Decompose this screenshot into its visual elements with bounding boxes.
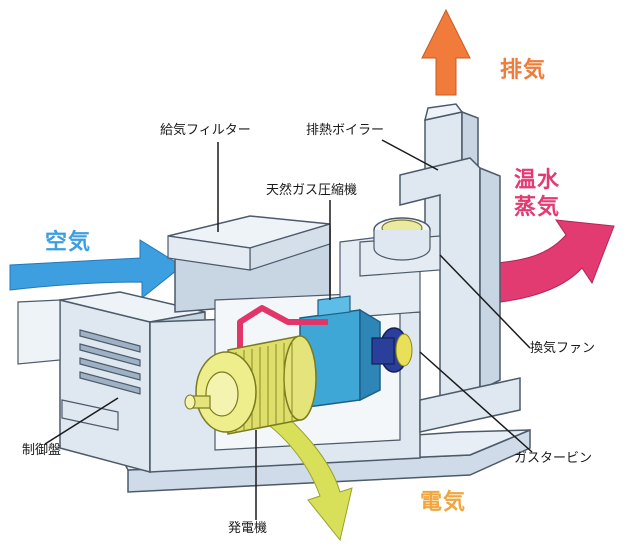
control-panel-label: 制御盤 <box>22 443 62 458</box>
hot-water-label: 温水 <box>514 168 561 193</box>
electricity-label: 電気 <box>420 490 467 515</box>
gas-compressor-label: 天然ガス圧縮機 <box>266 183 358 198</box>
ventilation-fan-label: 換気ファン <box>530 341 596 356</box>
generator-label: 発電機 <box>228 521 268 536</box>
gas-turbine <box>371 327 413 373</box>
hot-water-steam-arrow <box>469 219 615 306</box>
electricity-arrow <box>261 407 353 542</box>
air-label: 空気 <box>45 230 92 255</box>
ventilation-fan <box>359 217 441 277</box>
leader-lines <box>44 139 533 520</box>
gas-turbine-label: ガスタービン <box>514 451 593 466</box>
gas-pipe <box>237 305 328 352</box>
air-arrow <box>9 239 183 300</box>
exhaust-arrow <box>421 8 471 96</box>
exhaust-heat-boiler <box>399 103 521 433</box>
intake-filter-label: 給気フィルター <box>160 123 251 138</box>
exhaust-label: 排気 <box>500 58 547 83</box>
steam-label: 蒸気 <box>514 195 561 220</box>
generator <box>184 335 317 435</box>
exhaust-heat-boiler-label: 排熱ボイラー <box>306 123 385 138</box>
